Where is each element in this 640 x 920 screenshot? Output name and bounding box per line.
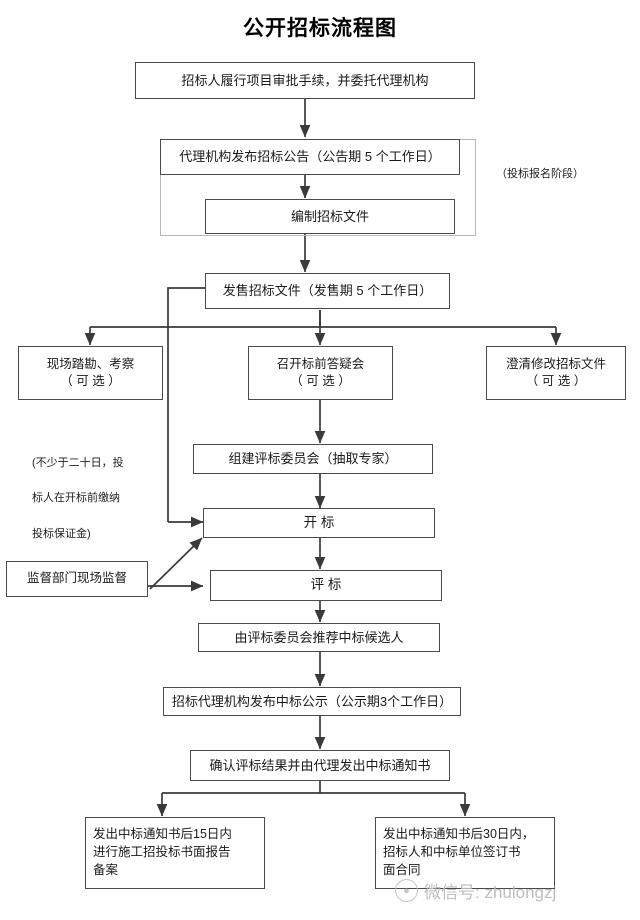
node-clarify-docs-label-2: （ 可 选 ） — [525, 374, 587, 388]
annotation-registration-stage-text: （投标报名阶段） — [496, 167, 584, 180]
node-confirm-notice-label: 确认评标结果并由代理发出中标通知书 — [209, 757, 431, 773]
node-clarify-docs: 澄清修改招标文件 （ 可 选 ） — [486, 346, 626, 400]
node-approval: 招标人履行项目审批手续，并委托代理机构 — [135, 62, 475, 99]
node-bid-opening: 开 标 — [203, 508, 435, 538]
node-sell-docs: 发售招标文件（发售期 5 个工作日） — [205, 273, 450, 309]
node-clarify-docs-label-1: 澄清修改招标文件 — [505, 356, 606, 371]
node-bid-opening-label: 开 标 — [303, 514, 335, 530]
annotation-deposit-note: (不少于二十日，投 标人在开标前缴纳 投标保证金) — [32, 437, 152, 562]
node-site-survey-label-2: （ 可 选 ） — [60, 374, 121, 388]
node-pre-bid-meeting-label-1: 召开标前答疑会 — [276, 356, 365, 371]
node-pre-bid-meeting: 召开标前答疑会 （ 可 选 ） — [248, 346, 393, 400]
node-committee: 组建评标委员会（抽取专家） — [193, 444, 433, 474]
node-pre-bid-meeting-label-2: （ 可 选 ） — [290, 374, 351, 388]
node-prepare-docs: 编制招标文件 — [205, 199, 455, 234]
node-supervision-label: 监督部门现场监督 — [26, 571, 127, 586]
node-contract-label-1: 发出中标通知书后30日内， — [383, 827, 535, 842]
node-public-notice-label: 招标代理机构发布中标公示（公示期3个工作日） — [171, 693, 453, 709]
annotation-registration-stage: （投标报名阶段） — [496, 148, 584, 184]
node-filing: 发出中标通知书后15日内 进行施工招投标书面报告 备案 — [85, 817, 265, 889]
node-sell-docs-label: 发售招标文件（发售期 5 个工作日） — [222, 283, 433, 299]
node-committee-label: 组建评标委员会（抽取专家） — [228, 451, 398, 467]
node-site-survey-label-1: 现场踏勘、考察 — [46, 356, 135, 371]
node-filing-label-2: 进行施工招投标书面报告 — [93, 845, 231, 860]
node-recommend: 由评标委员会推荐中标候选人 — [198, 623, 440, 652]
annotation-deposit-note-line-1: (不少于二十日，投 — [32, 456, 124, 469]
node-announcement-label: 代理机构发布招标公告（公告期 5 个工作日） — [179, 149, 441, 165]
page-title: 公开招标流程图 — [243, 17, 397, 40]
node-filing-label-1: 发出中标通知书后15日内 — [93, 827, 232, 842]
node-bid-evaluation: 评 标 — [210, 570, 442, 601]
node-confirm-notice: 确认评标结果并由代理发出中标通知书 — [190, 750, 450, 781]
node-bid-evaluation-label: 评 标 — [310, 577, 342, 593]
node-filing-label-3: 备案 — [93, 862, 119, 877]
node-contract: 发出中标通知书后30日内， 招标人和中标单位签订书 面合同 — [375, 817, 555, 889]
node-site-survey: 现场踏勘、考察 （ 可 选 ） — [18, 346, 163, 400]
node-contract-label-2: 招标人和中标单位签订书 — [383, 845, 521, 860]
node-announcement: 代理机构发布招标公告（公告期 5 个工作日） — [160, 139, 460, 175]
node-contract-label-3: 面合同 — [383, 862, 421, 877]
annotation-deposit-note-line-2: 标人在开标前缴纳 — [32, 492, 120, 505]
node-prepare-docs-label: 编制招标文件 — [290, 208, 369, 224]
node-supervision: 监督部门现场监督 — [6, 561, 148, 597]
node-public-notice: 招标代理机构发布中标公示（公示期3个工作日） — [163, 687, 461, 716]
annotation-deposit-note-line-3: 投标保证金) — [32, 528, 91, 541]
node-approval-label: 招标人履行项目审批手续，并委托代理机构 — [181, 72, 429, 88]
node-recommend-label: 由评标委员会推荐中标候选人 — [234, 629, 404, 645]
